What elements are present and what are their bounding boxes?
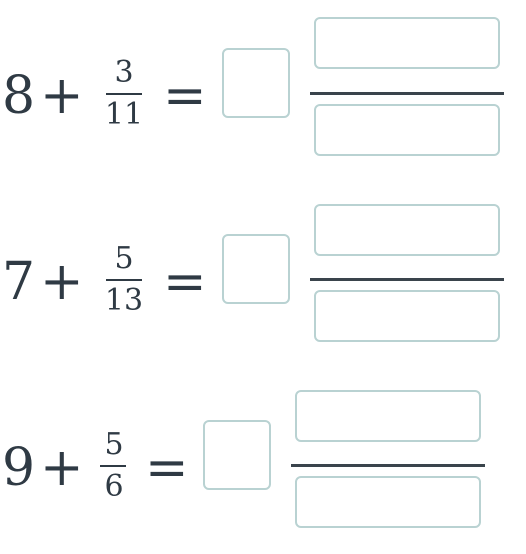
problem-2: 7 + 5 13 = bbox=[0, 187, 526, 342]
answer-whole-input[interactable] bbox=[222, 234, 290, 304]
fraction-numerator: 3 bbox=[114, 55, 134, 90]
fraction-denominator: 11 bbox=[104, 97, 144, 132]
answer-numerator-input[interactable] bbox=[314, 204, 500, 256]
fraction-denominator: 13 bbox=[104, 283, 144, 318]
plus-sign: + bbox=[40, 438, 84, 498]
fraction-bar bbox=[106, 93, 142, 95]
problem-3: 9 + 5 6 = bbox=[0, 373, 526, 528]
whole-number: 7 bbox=[2, 252, 36, 312]
answer-numerator-input[interactable] bbox=[295, 390, 481, 442]
answer-whole-input[interactable] bbox=[222, 48, 290, 118]
answer-whole-input[interactable] bbox=[203, 420, 271, 490]
fraction-bar bbox=[100, 465, 126, 467]
answer-denominator-input[interactable] bbox=[314, 104, 500, 156]
fraction-numerator: 5 bbox=[114, 241, 134, 276]
equals-sign: = bbox=[163, 252, 207, 312]
answer-fraction-bar bbox=[310, 92, 504, 95]
plus-sign: + bbox=[40, 252, 84, 312]
answer-fraction-bar bbox=[291, 464, 485, 467]
fraction-denominator: 6 bbox=[104, 469, 124, 504]
fraction-numerator: 5 bbox=[104, 427, 124, 462]
plus-sign: + bbox=[40, 66, 84, 126]
whole-number: 8 bbox=[2, 66, 36, 126]
equals-sign: = bbox=[145, 438, 189, 498]
answer-denominator-input[interactable] bbox=[314, 290, 500, 342]
fraction-bar bbox=[106, 279, 142, 281]
answer-numerator-input[interactable] bbox=[314, 17, 500, 69]
answer-denominator-input[interactable] bbox=[295, 476, 481, 528]
equals-sign: = bbox=[163, 66, 207, 126]
answer-fraction-bar bbox=[310, 278, 504, 281]
whole-number: 9 bbox=[2, 438, 36, 498]
problem-1: 8 + 3 11 = bbox=[0, 0, 526, 156]
